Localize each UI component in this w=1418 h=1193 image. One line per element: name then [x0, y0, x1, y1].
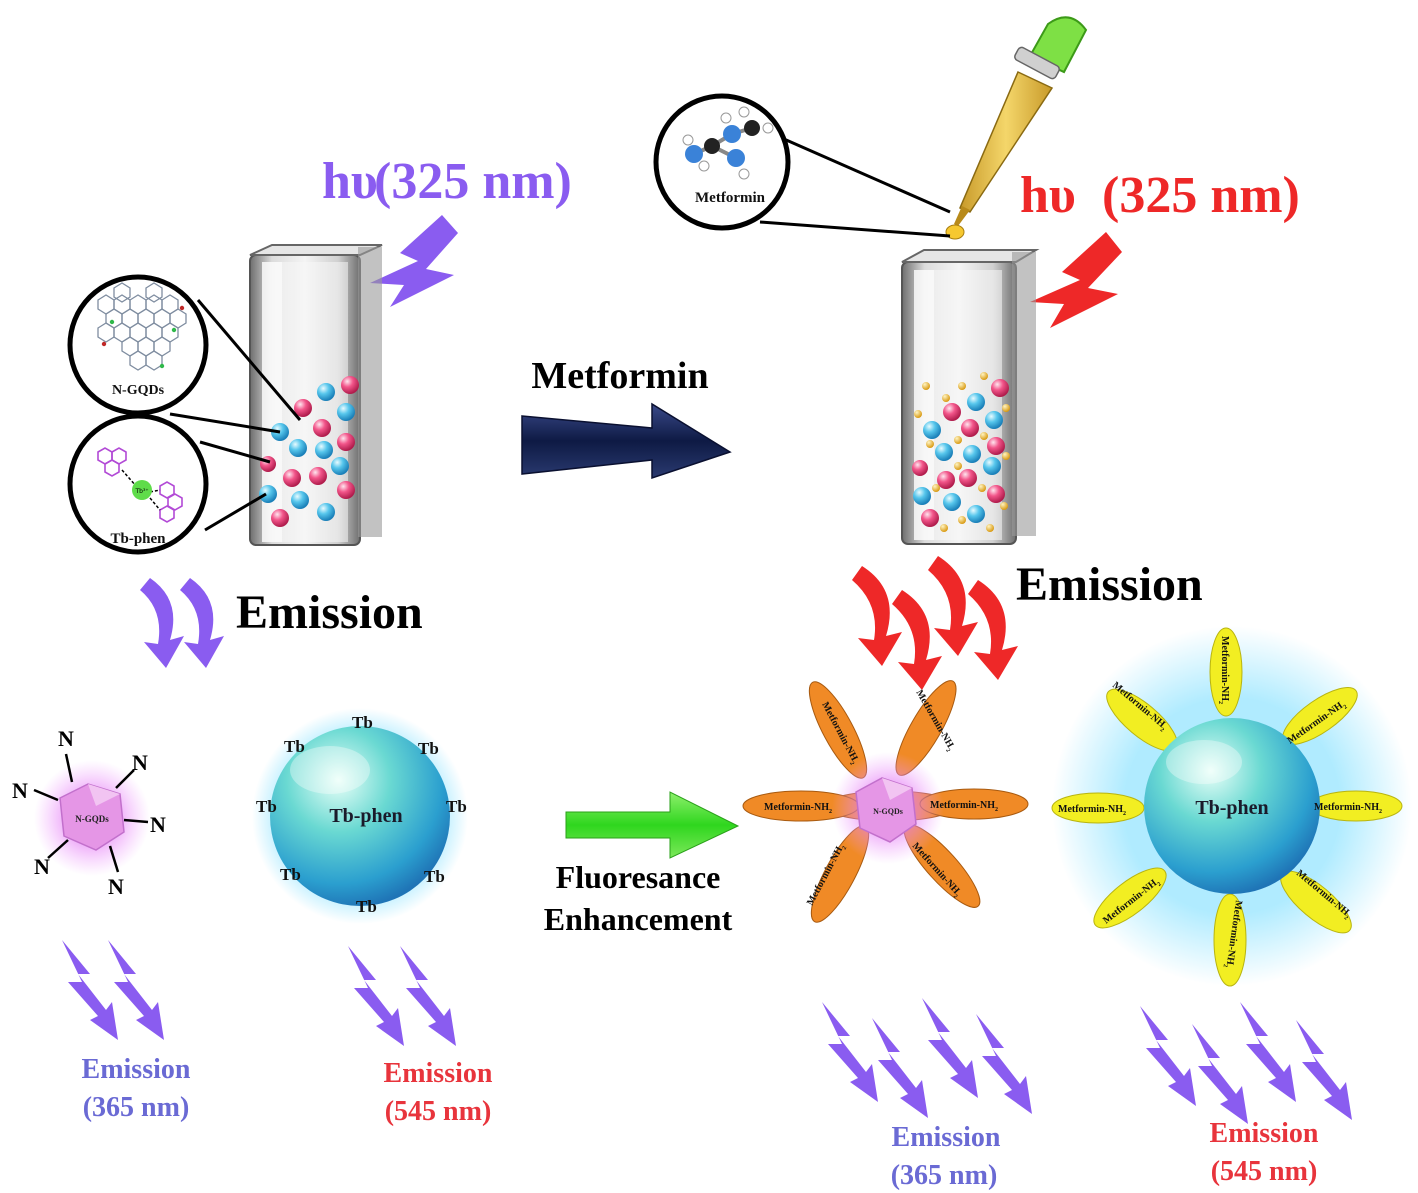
emission-bolts-365-right-icon: [822, 998, 1032, 1118]
zoom-circle-tbphen: Tb³⁺ Tb-phen: [67, 413, 209, 555]
phenanthroline-icon: [97, 447, 183, 523]
petal-label-w: Metformin-NH2: [764, 802, 832, 815]
yellow-petal-label-e: Metformin-NH2: [1314, 802, 1382, 815]
ngqd-label-left: N-GQDs: [75, 814, 109, 824]
orange-petals: [742, 680, 1029, 923]
excitation-bolt-left-icon: [370, 215, 458, 307]
emission-wavelength-365-right: (365 nm): [891, 1160, 998, 1191]
tb-label-1: Tb: [352, 713, 373, 732]
emission-arrows-left-icon: [140, 578, 224, 668]
zoom-lines-left: [169, 299, 302, 532]
tb-label-5: Tb: [446, 797, 467, 816]
enhancement-line-2: Enhancement: [544, 901, 733, 937]
yellow-petals: [1051, 627, 1403, 987]
tbphen-flower-right: Tb-phen Metformin-NH2 Metformin-NH2 Metf…: [1051, 626, 1412, 987]
yellow-petal-label-n: Metformin-NH2: [1217, 636, 1230, 704]
metformin-molecule-icon: [682, 106, 774, 180]
emission-bolts-545-left-icon: [348, 946, 456, 1046]
hv-symbol-right: hυ: [1020, 167, 1076, 224]
dropper-icon: [945, 16, 1088, 240]
tb-label-2: Tb: [284, 737, 305, 756]
tb-label-8: Tb: [356, 897, 377, 916]
emission-title-545-right: Emission: [1210, 1118, 1319, 1149]
emission-bolts-365-left-icon: [62, 940, 164, 1040]
zoom-circle-ngqd: N-GQDs: [67, 274, 209, 416]
tb-label-4: Tb: [256, 797, 277, 816]
graphene-lattice-icon: [97, 282, 187, 371]
n-atom-3: N: [150, 812, 166, 837]
zoom-ngqd-label: N-GQDs: [112, 383, 165, 398]
hv-wavelength-right: (325 nm): [1102, 167, 1300, 224]
n-atom-6: N: [12, 778, 28, 803]
emission-bolts-545-right-icon: [1140, 1002, 1352, 1124]
metformin-arrow-icon: [521, 402, 732, 480]
particles-right: [912, 372, 1010, 532]
ngqd-label-right: N-GQDs: [873, 807, 903, 816]
zoom-tbphen-label: Tb-phen: [110, 531, 166, 547]
tb-label-7: Tb: [424, 867, 445, 886]
emission-title-545-left: Emission: [384, 1058, 493, 1089]
emission-arrows-right-icon: [852, 556, 1018, 690]
hv-wavelength-left: (325 nm): [374, 153, 572, 210]
n-atom-5: N: [34, 854, 50, 879]
tb-label-3: Tb: [418, 739, 439, 758]
enhancement-line-1: Fluoresance: [556, 859, 721, 895]
sphere-label-right: Tb-phen: [1195, 797, 1268, 819]
zoom-lines-right: [759, 130, 951, 238]
tb-ring-labels: Tb Tb Tb Tb Tb Tb Tb Tb: [256, 713, 467, 916]
tbphen-sphere-left: Tb-phen: [252, 708, 468, 924]
emission-wavelength-365-left: (365 nm): [83, 1092, 190, 1123]
ngqd-cube-left: N-GQDs N N N N N N: [12, 726, 166, 899]
sphere-label-left: Tb-phen: [329, 805, 402, 827]
hv-symbol-left: hυ: [322, 153, 378, 210]
emission-wavelength-545-right: (545 nm): [1211, 1156, 1318, 1187]
tb-ion-label: Tb³⁺: [134, 488, 148, 495]
ngqd-flower-right: N-GQDs Metformin-NH2 Metformin-NH2 Metfo…: [742, 680, 1029, 923]
enhancement-arrow-icon: [565, 791, 740, 859]
n-atom-1: N: [58, 726, 74, 751]
petal-label-e: Metformin-NH2: [930, 800, 998, 813]
emission-wavelength-545-left: (545 nm): [385, 1096, 492, 1127]
excitation-bolt-right-icon: [1030, 232, 1122, 328]
emission-title-365-left: Emission: [82, 1054, 191, 1085]
emission-title-365-right: Emission: [892, 1122, 1001, 1153]
emission-heading-right: Emission: [1016, 558, 1203, 611]
zoom-metformin-label: Metformin: [695, 190, 766, 206]
yellow-petal-label-w: Metformin-NH2: [1058, 804, 1126, 817]
tb-label-6: Tb: [280, 865, 301, 884]
emission-heading-left: Emission: [236, 586, 423, 639]
n-atom-4: N: [108, 874, 124, 899]
n-atom-2: N: [132, 750, 148, 775]
zoom-circle-metformin: Metformin: [653, 93, 791, 231]
metformin-arrow-label: Metformin: [531, 355, 708, 397]
